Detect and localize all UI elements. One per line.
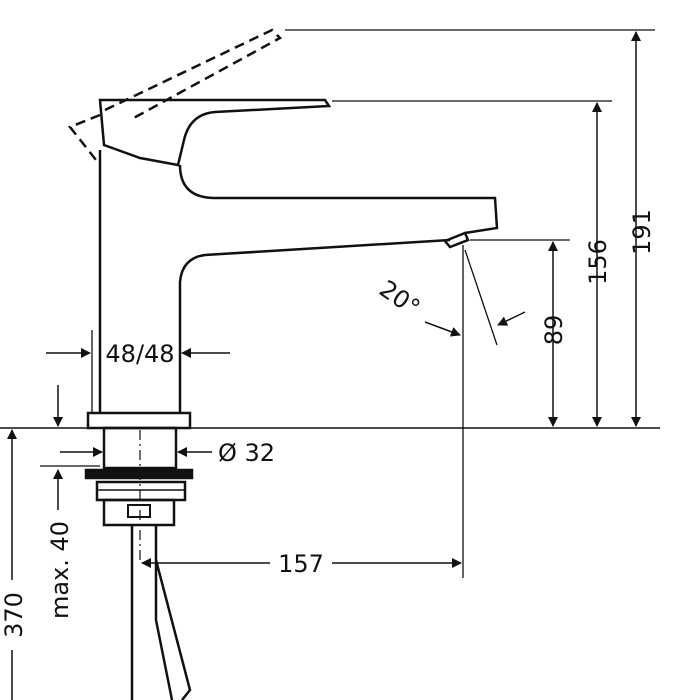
- thread-nut: [95, 480, 187, 502]
- dim-max-thickness-label: max. 40: [46, 521, 74, 619]
- dim-width-label: 48/48: [105, 340, 174, 368]
- lever: [98, 98, 332, 167]
- shank: [102, 426, 178, 470]
- lower-body: [102, 498, 176, 527]
- dim-projection-label: 157: [278, 550, 324, 578]
- faucet-body: [98, 150, 499, 413]
- base-plate: [86, 411, 192, 430]
- flange: [84, 468, 194, 480]
- dim-hose-length-label: 370: [0, 592, 28, 638]
- dim-156-label: 156: [584, 239, 612, 285]
- aerator: [442, 231, 470, 249]
- dim-angle-label: 20°: [374, 275, 425, 322]
- dim-89-label: 89: [540, 315, 568, 346]
- dim-diameter-label: Ø 32: [218, 439, 275, 467]
- hoses: [130, 525, 192, 700]
- lever-open-position: [67, 28, 283, 166]
- dim-191-label: 191: [628, 209, 656, 255]
